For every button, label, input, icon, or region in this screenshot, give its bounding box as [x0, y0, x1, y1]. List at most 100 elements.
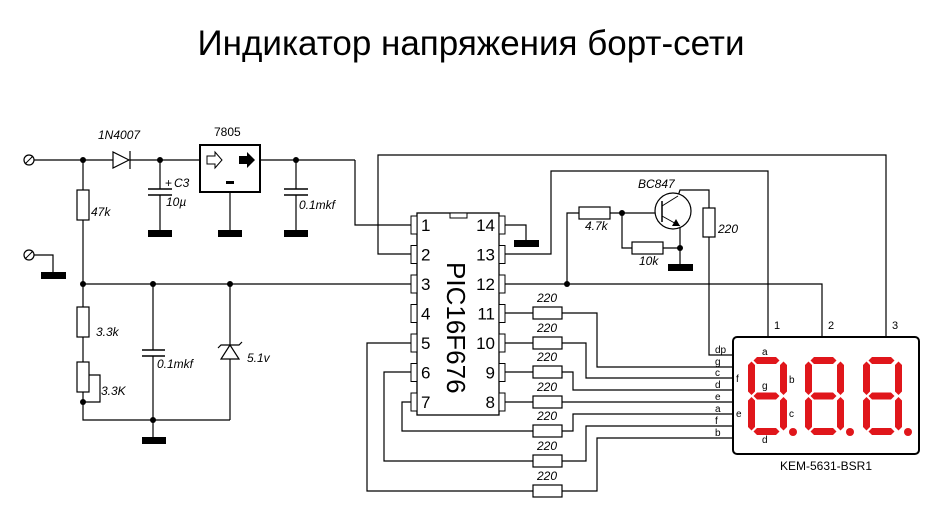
svg-text:b: b — [789, 375, 795, 386]
display-lead-label: f — [715, 416, 718, 427]
decimal-point — [846, 428, 854, 436]
resistor-220 — [532, 395, 563, 409]
decimal-point — [904, 428, 912, 436]
input-terminal-positive — [23, 154, 35, 166]
segment — [895, 361, 902, 395]
capacitor-c3: + C3 10µ — [148, 160, 190, 237]
diode-1n4007: 1N4007 — [98, 128, 141, 169]
svg-text:3.3k: 3.3k — [96, 325, 120, 339]
segment — [810, 428, 837, 435]
segment — [868, 357, 895, 364]
svg-text:f: f — [736, 374, 739, 385]
resistor-10k: 10k — [631, 241, 664, 268]
segment — [810, 392, 837, 400]
mcu-pin-right — [498, 333, 506, 353]
resistor-value: 220 — [536, 291, 557, 305]
pin-number: 11 — [477, 305, 495, 324]
mcu-pin-left — [410, 363, 418, 382]
potentiometer-3-3k: 3.3K — [76, 361, 127, 403]
display-lead-label: e — [715, 392, 721, 403]
svg-text:C3: C3 — [174, 176, 190, 190]
pin-number: 7 — [421, 393, 430, 412]
diagram-title: Индикатор напряжения борт-сети — [197, 24, 745, 63]
mcu-pin-right — [498, 304, 506, 323]
svg-text:0.1mkf: 0.1mkf — [299, 198, 337, 212]
mcu-wires — [366, 154, 887, 492]
display-lead-label: b — [715, 428, 721, 439]
resistor-220 — [532, 484, 563, 498]
svg-text:+: + — [165, 176, 172, 190]
svg-text:3.3K: 3.3K — [101, 384, 127, 398]
resistor-value: 220 — [536, 350, 557, 364]
zener-diode: 5.1v — [217, 284, 271, 420]
segment — [753, 392, 780, 400]
pin-number: 8 — [486, 393, 495, 412]
resistor-value: 220 — [536, 321, 557, 335]
resistor-220 — [532, 365, 563, 379]
pin-number: 1 — [421, 216, 430, 235]
resistor-value: 220 — [536, 409, 557, 423]
segment — [895, 397, 902, 431]
pin-number: 5 — [421, 334, 430, 353]
mcu-pin-right — [498, 392, 506, 412]
mcu-pin-right — [498, 215, 506, 235]
resistor-4-7k: 4.7k — [578, 206, 611, 233]
segment — [805, 397, 812, 431]
segment — [780, 397, 787, 431]
resistor-value: 220 — [536, 439, 557, 453]
resistor-220 — [532, 424, 563, 438]
pin-number: 6 — [421, 364, 430, 383]
digit — [748, 357, 797, 436]
svg-text:d: d — [762, 435, 768, 446]
segment — [748, 397, 755, 431]
resistor-220 — [532, 306, 563, 320]
svg-text:2: 2 — [828, 320, 834, 332]
resistor-3-3k: 3.3k — [76, 306, 120, 339]
pin-number: 4 — [421, 305, 430, 324]
power-wires — [34, 159, 411, 437]
segment — [837, 397, 844, 431]
pin-number: 14 — [476, 216, 495, 235]
svg-text:c: c — [789, 409, 794, 420]
svg-text:a: a — [762, 347, 768, 358]
display-lead-label: g — [715, 357, 721, 368]
segment — [810, 357, 837, 364]
pin-number: 12 — [476, 275, 495, 294]
mcu-pin-left — [410, 274, 418, 294]
pin-number: 13 — [476, 246, 495, 265]
segment — [837, 361, 844, 395]
svg-text:g: g — [762, 381, 768, 392]
svg-text:BC847: BC847 — [638, 177, 676, 191]
segment — [753, 428, 780, 435]
svg-text:220: 220 — [717, 222, 738, 236]
svg-text:1: 1 — [774, 320, 780, 332]
decimal-point — [789, 428, 797, 436]
digit — [863, 357, 912, 436]
svg-text:7805: 7805 — [214, 125, 241, 139]
mcu-pin-left — [410, 245, 418, 264]
svg-text:PIC16F676: PIC16F676 — [441, 262, 471, 394]
segment — [868, 428, 895, 435]
svg-text:1N4007: 1N4007 — [98, 128, 141, 142]
segment — [805, 361, 812, 395]
svg-text:0.1mkf: 0.1mkf — [157, 357, 195, 371]
mcu-pin-left — [410, 392, 418, 412]
pin-number: 3 — [421, 275, 430, 294]
mcu-pin-left — [410, 215, 418, 235]
svg-text:47k: 47k — [91, 205, 111, 219]
resistor-collector-220: 220 — [702, 207, 738, 238]
capacitor-filter: 0.1mkf — [142, 284, 195, 420]
segment — [863, 361, 870, 395]
resistor-220 — [532, 336, 563, 350]
digit — [805, 357, 854, 436]
resistor-value: 220 — [536, 469, 557, 483]
resistor-220 — [532, 454, 563, 468]
mcu-pin-left — [410, 333, 418, 353]
svg-text:4.7k: 4.7k — [585, 219, 609, 233]
input-terminal-ground — [23, 249, 66, 279]
pin-number: 9 — [486, 364, 495, 383]
pin-number: 10 — [476, 334, 495, 353]
